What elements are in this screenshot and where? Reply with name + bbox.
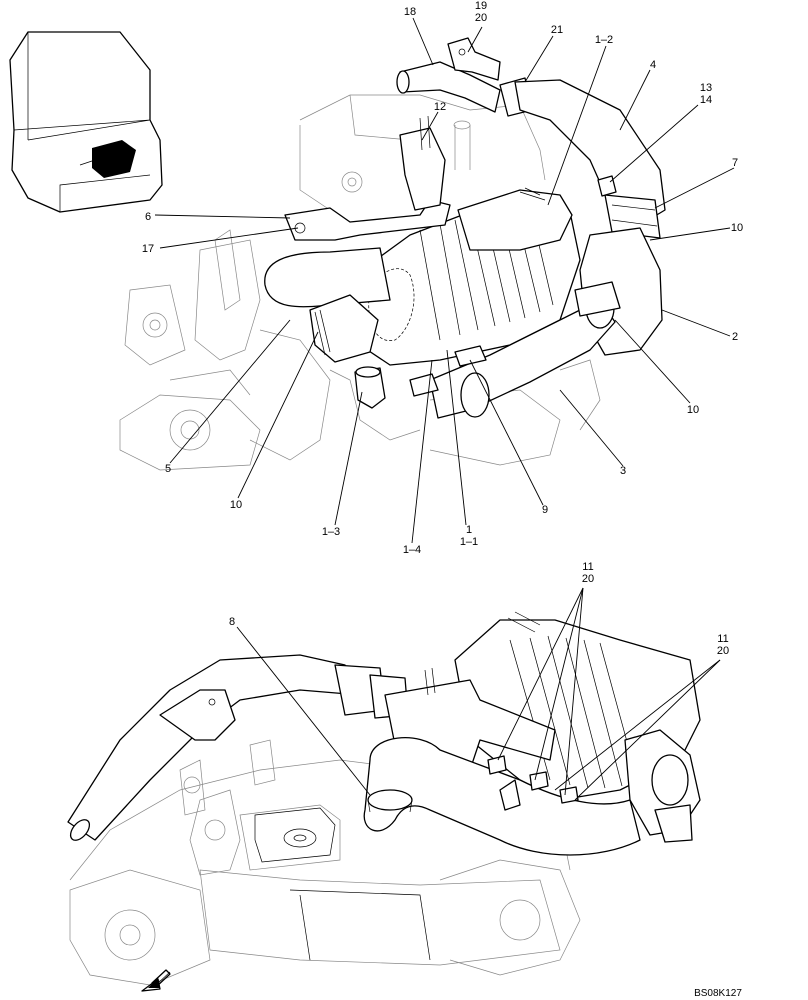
- air-intake-assembly-upper: [264, 37, 666, 419]
- air-intake-assembly-lower: [67, 611, 701, 856]
- label-10-mid-right: 10: [687, 404, 699, 416]
- label-17: 17: [142, 243, 154, 255]
- label-3: 3: [620, 465, 626, 477]
- label-1-4: 1–4: [403, 544, 421, 556]
- label-8: 8: [229, 616, 235, 628]
- label-line: 20: [475, 12, 487, 24]
- label-line: 11: [582, 561, 593, 573]
- label-5: 5: [165, 463, 171, 475]
- label-6: 6: [145, 211, 151, 223]
- label-line: 14: [700, 94, 712, 106]
- label-2: 2: [732, 331, 738, 343]
- label-10-left: 10: [230, 499, 242, 511]
- label-1-2: 1–2: [595, 34, 613, 46]
- orientation-arrow: [141, 969, 171, 992]
- label-line: 11: [717, 633, 728, 645]
- label-line: 20: [717, 645, 729, 657]
- label-line: 13: [700, 82, 712, 94]
- label-1-3: 1–3: [322, 526, 340, 538]
- engine-background-lower: [69, 739, 581, 986]
- engine-background-upper: [119, 94, 601, 471]
- label-4: 4: [650, 59, 656, 71]
- label-line: 1–1: [460, 536, 478, 548]
- figure-code: BS08K127: [694, 988, 742, 999]
- locator-thumbnail: [9, 31, 163, 213]
- label-line: 19: [475, 0, 487, 12]
- label-12: 12: [434, 101, 446, 113]
- leader-lines: [154, 17, 735, 801]
- label-7: 7: [732, 157, 738, 169]
- label-18: 18: [404, 6, 416, 18]
- label-line: 1: [466, 524, 472, 536]
- label-10-upper-right: 10: [731, 222, 743, 234]
- label-21: 21: [551, 24, 563, 36]
- label-line: 20: [582, 573, 594, 585]
- label-9: 9: [542, 504, 548, 516]
